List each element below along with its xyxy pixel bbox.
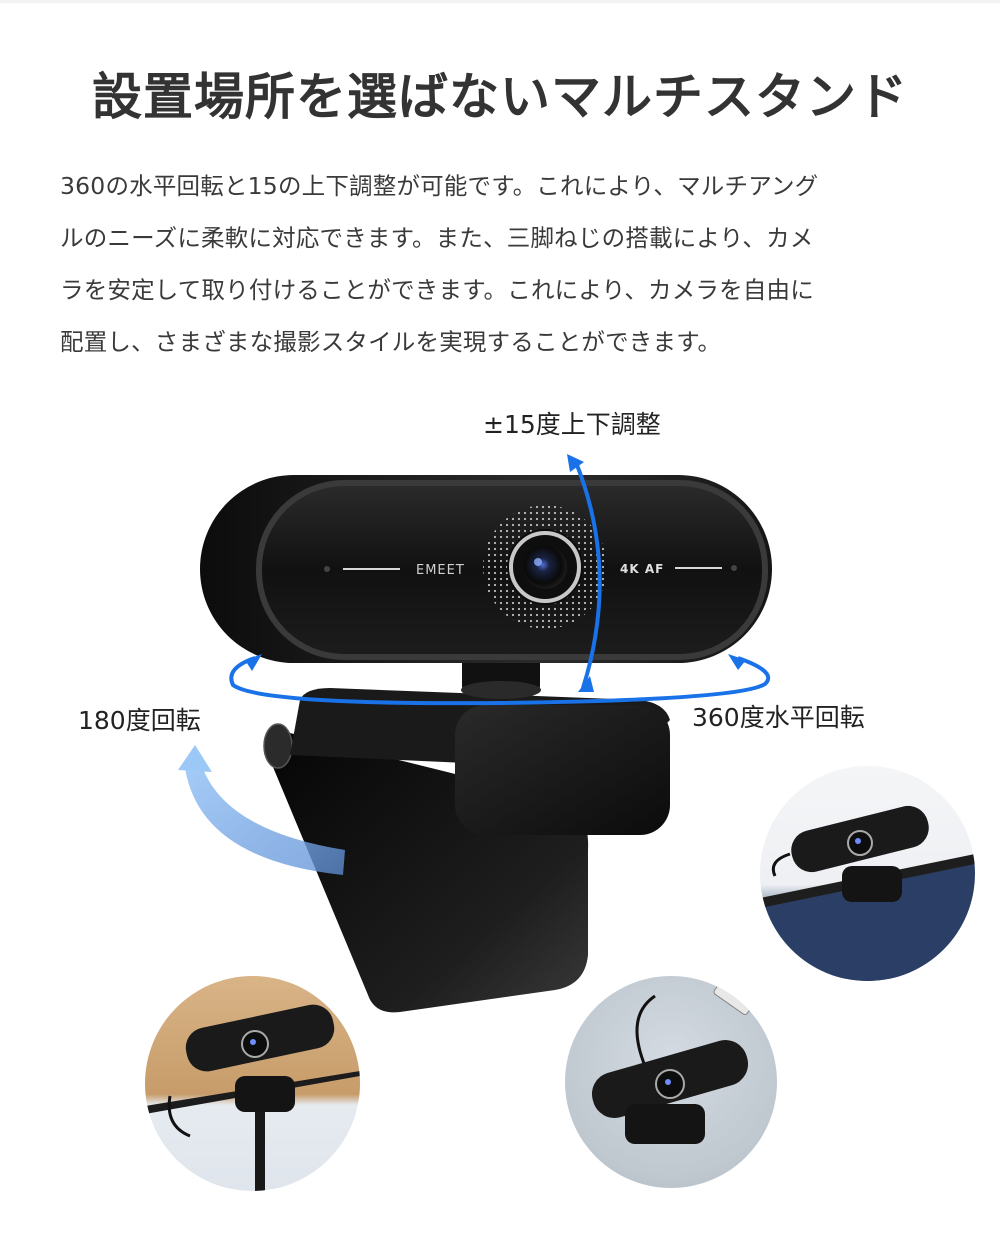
description-line: ルのニーズに柔軟に対応できます。また、三脚ねじの搭載により、カメ — [60, 224, 814, 252]
description-line: 360の水平回転と15の上下調整が可能です。これにより、マルチアング — [60, 172, 819, 200]
brand-mark: EMEET — [416, 563, 465, 578]
spec-mark: 4K AF — [620, 562, 664, 576]
pan-label: 360度水平回転 — [692, 703, 865, 732]
webcam-illustration: EMEET 4K AF — [0, 440, 1000, 1030]
scene-monitor-mount — [760, 766, 975, 981]
page-title: 設置場所を選ばないマルチスタンド — [92, 68, 908, 126]
scene-desk-placement — [565, 976, 777, 1188]
description-line: ラを安定して取り付けることができます。これにより、カメラを自由に — [60, 276, 814, 304]
description: 360の水平回転と15の上下調整が可能です。これにより、マルチアング ルのニーズ… — [60, 160, 940, 368]
tilt-label: ±15度上下調整 — [483, 410, 661, 439]
top-strip — [0, 0, 1000, 3]
description-line: 配置し、さまざまな撮影スタイルを実現することができます。 — [60, 328, 722, 356]
scene-tripod-mount — [145, 976, 360, 1191]
fold-label: 180度回転 — [78, 706, 201, 735]
